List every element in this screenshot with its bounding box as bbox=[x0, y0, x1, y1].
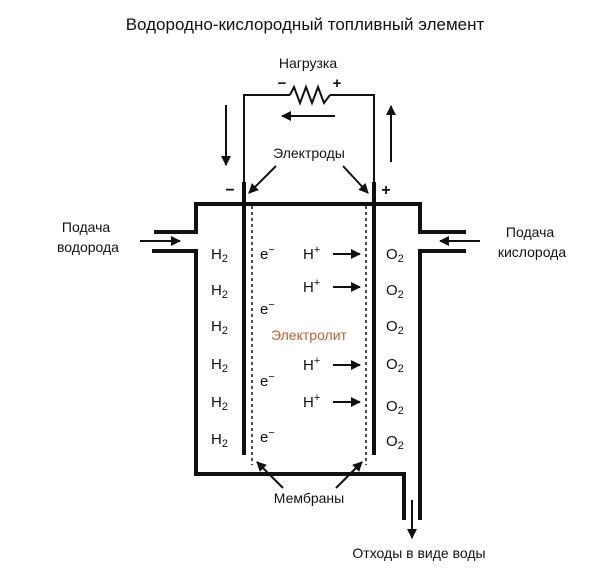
water-waste-label: Отходы в виде воды bbox=[352, 545, 485, 561]
proton-label: H+ bbox=[303, 392, 320, 411]
h2-label: H2 bbox=[211, 282, 228, 301]
electrolyte-label: Электролит bbox=[271, 327, 348, 343]
h2-label: H2 bbox=[211, 356, 228, 375]
electron-label: e− bbox=[260, 427, 275, 446]
load-resistor bbox=[289, 84, 331, 106]
o2-label: O2 bbox=[386, 356, 404, 375]
membrane-pointer-left bbox=[256, 461, 284, 489]
electron-label: e− bbox=[260, 371, 275, 390]
h2-label: H2 bbox=[211, 246, 228, 265]
h2-label: H2 bbox=[211, 394, 228, 413]
load-label: Нагрузка bbox=[279, 55, 337, 71]
o2-label: O2 bbox=[386, 282, 404, 301]
oxygen-inlet-lower bbox=[418, 249, 466, 520]
hydrogen-feed-label: Подача водорода bbox=[57, 219, 119, 255]
membranes-label: Мембраны bbox=[274, 490, 344, 506]
h2-label: H2 bbox=[211, 318, 228, 337]
external-circuit-wire bbox=[243, 94, 375, 200]
oxygen-feed-label: Подача кислорода bbox=[498, 224, 566, 260]
diagram-title: Водородно-кислородный топливный элемент bbox=[126, 15, 485, 34]
hydrogen-feed-line1: Подача bbox=[62, 219, 110, 235]
electron-label: e− bbox=[260, 299, 275, 318]
oxygen-feed-line2: кислорода bbox=[498, 244, 566, 260]
o2-label: O2 bbox=[386, 398, 404, 417]
electrode-pointer-left bbox=[248, 165, 277, 194]
proton-label: H+ bbox=[303, 244, 320, 263]
hydrogen-inlet-lower bbox=[152, 249, 406, 520]
h2-label: H2 bbox=[211, 431, 228, 450]
proton-label: H+ bbox=[303, 355, 320, 374]
proton-label: H+ bbox=[303, 277, 320, 296]
load-plus-sign: + bbox=[333, 75, 342, 92]
oxygen-feed-line1: Подача bbox=[506, 224, 554, 240]
electron-label: e− bbox=[260, 244, 275, 263]
o2-label: O2 bbox=[386, 433, 404, 452]
o2-label: O2 bbox=[386, 318, 404, 337]
electrodes-label: Электроды bbox=[273, 145, 345, 161]
hydrogen-feed-line2: водорода bbox=[57, 239, 119, 255]
load-minus-sign: − bbox=[278, 75, 287, 92]
cathode-sign: + bbox=[381, 182, 390, 199]
electrode-pointer-right bbox=[342, 165, 369, 194]
cell-housing-left bbox=[154, 202, 466, 234]
o2-label: O2 bbox=[386, 246, 404, 265]
anode-sign: − bbox=[225, 182, 234, 199]
membrane-pointer-right bbox=[335, 461, 363, 489]
